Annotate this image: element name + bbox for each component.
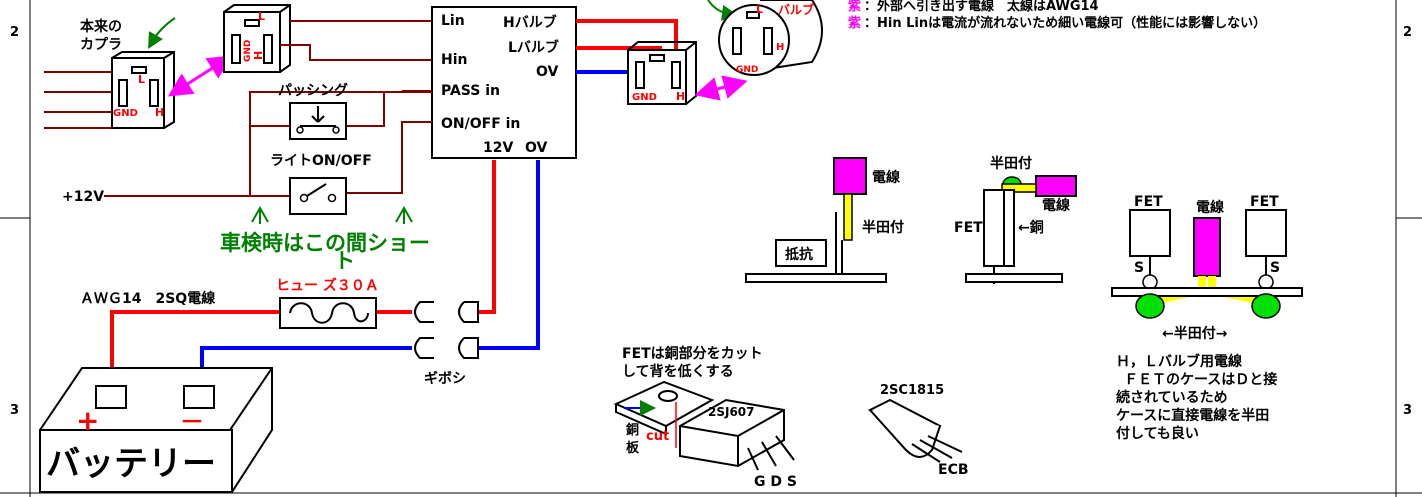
bulb-pin-h: H — [776, 42, 784, 53]
inspection-line2: ト — [334, 249, 355, 273]
detail-a-solder: 半田付 — [862, 219, 904, 236]
detail-b-wire: 電線 — [1042, 197, 1070, 214]
h-bulb-wire — [576, 19, 678, 62]
bulb-pin-l: L — [756, 3, 763, 16]
detail-c-note-4: ケースに直接電線を半田 — [1116, 407, 1269, 424]
in-pin-h: H — [252, 51, 265, 60]
detail-c-solder: ←半田付→ — [1162, 325, 1228, 342]
detail-b-copper: ←銅 — [1018, 219, 1044, 236]
passing-switch: パッシング — [278, 82, 348, 140]
module-ov-out: OV — [536, 64, 559, 80]
detail-a-resistor: 抵抗 — [785, 246, 813, 263]
bulb-label: バルブ — [778, 2, 814, 17]
original-coupler-label-1: 本来の — [80, 18, 122, 35]
detail-b-fet: FET — [954, 220, 983, 236]
cut-label: cut — [646, 429, 669, 444]
cut-note-2: して背を低くする — [622, 363, 734, 380]
detail-c-fet2: FET — [1250, 194, 1279, 210]
module-lin: Lin — [441, 13, 465, 29]
module-12v-wire — [478, 160, 496, 314]
battery-plus-wire — [110, 310, 280, 388]
battery-minus: － — [180, 408, 204, 436]
module-pass-in: PASS in — [441, 83, 500, 99]
bulb-pin-gnd: GND — [736, 65, 758, 75]
original-coupler-label-2: カプラ — [80, 37, 122, 53]
input-coupler: L GND H — [223, 4, 291, 73]
passing-label: パッシング — [278, 82, 348, 99]
detail-c-wire: 電線 — [1196, 199, 1224, 216]
row-label-2-right: 2 — [1403, 25, 1412, 40]
module-hin: Hin — [441, 52, 467, 68]
module-ov-in: OV — [525, 140, 548, 156]
inspection-line1: 車検時はこの間ショー — [220, 231, 430, 255]
detail-fet-copper: 半田付 電線 FET ←銅 — [954, 155, 1077, 284]
copper-plate-1: 銅 — [626, 422, 639, 438]
module-h-bulb: Hバルブ — [503, 14, 557, 31]
detail-c-s2: S — [1270, 260, 1280, 276]
magenta-arrow-left — [167, 55, 233, 97]
legend-notes: 紫 ：外部へ引き出す電線 太線はAWG14 紫 ：Hin Linは電流が流れない… — [848, 0, 1266, 31]
green-arrow-2 — [707, 0, 738, 21]
module-ov-wire — [478, 160, 540, 350]
light-switch: ライトON/OFF — [270, 153, 372, 215]
transistor-2sc1815: 2SC1815 ECB — [867, 383, 969, 478]
fet-2sj607: FETは銅部分をカット して背を低くする 銅 板 cut 2SJ607 G D … — [613, 345, 797, 490]
out-pin-h: H — [676, 90, 685, 103]
fuse-label: ヒュー ズ３０Ａ — [276, 277, 379, 294]
gibosi-connectors: ギボシ — [414, 301, 479, 387]
detail-c-fet1: FET — [1134, 194, 1163, 210]
in-pin-gnd: GND — [243, 40, 253, 62]
battery-plus: + — [76, 404, 99, 437]
battery: + － バッテリー — [39, 367, 273, 493]
magenta-arrow-right — [694, 75, 748, 101]
module-12v: 12V — [483, 140, 513, 156]
wire-spec-label: ＡＷＧ14 2SQ電線 — [80, 290, 215, 307]
in-pin-l: L — [258, 10, 265, 23]
cut-note-1: FETは銅部分をカット — [622, 345, 763, 362]
output-coupler: GND H — [627, 41, 697, 105]
switch-circuit — [104, 90, 432, 197]
tr-part-number: 2SC1815 — [880, 383, 944, 398]
detail-c-note-2: ＦＥＴのケースはＤと接 — [1124, 371, 1277, 388]
inspection-note: 車検時はこの間ショー ト — [220, 205, 430, 273]
fet-part-number: 2SJ607 — [708, 405, 755, 419]
original-coupler: 本来の カプラ L GND H — [44, 18, 175, 129]
battery-label: バッテリー — [46, 444, 216, 484]
detail-resistor: 電線 半田付 抵抗 — [745, 157, 904, 283]
out-pin-gnd: GND — [632, 92, 657, 103]
gibosi-label: ギボシ — [424, 370, 466, 387]
tr-pins: ECB — [938, 462, 969, 478]
detail-two-fets: FET 電線 FET S S ←半田付→ Ｈ，Ｌバルブ用電線 ＦＥＴのケースはＤ… — [1111, 194, 1303, 442]
fuse: ヒュー ズ３０Ａ — [276, 277, 379, 329]
orig-pin-gnd: GND — [113, 108, 138, 119]
control-module: Lin Hin PASS in ON/OFF in Hバルブ Lバルブ OV 1… — [431, 6, 577, 159]
row-label-3-left: 3 — [10, 403, 19, 418]
row-label-3-right: 3 — [1403, 403, 1412, 418]
detail-a-wire: 電線 — [872, 169, 900, 186]
detail-b-solder: 半田付 — [990, 155, 1032, 172]
light-switch-label: ライトON/OFF — [270, 153, 372, 169]
module-l-bulb: Lバルブ — [508, 39, 559, 56]
note-line2-prefix: 紫 — [848, 15, 861, 31]
orig-pin-l: L — [138, 73, 145, 86]
fet-pins: G D S — [754, 474, 797, 490]
note-line2: ：Hin Linは電流が流れないため細い電線可（性能には影響しない） — [864, 15, 1266, 31]
detail-c-s1: S — [1134, 260, 1144, 276]
module-onoff-in: ON/OFF in — [441, 116, 520, 132]
bulb-socket: L GND H バルブ — [718, 0, 823, 76]
detail-c-note-5: 付しても良い — [1116, 425, 1199, 442]
detail-c-note-3: 続されているため — [1116, 389, 1228, 406]
row-label-2-left: 2 — [10, 25, 19, 40]
green-arrow-1 — [148, 17, 176, 49]
copper-plate-2: 板 — [626, 440, 640, 456]
plus12v-label: +12V — [62, 189, 104, 205]
note-line1-prefix: 紫 — [848, 0, 861, 14]
orig-pin-h: H — [155, 106, 164, 119]
detail-c-note-1: Ｈ，Ｌバルブ用電線 — [1116, 353, 1242, 370]
note-line1: ：外部へ引き出す電線 太線はAWG14 — [864, 0, 1099, 14]
